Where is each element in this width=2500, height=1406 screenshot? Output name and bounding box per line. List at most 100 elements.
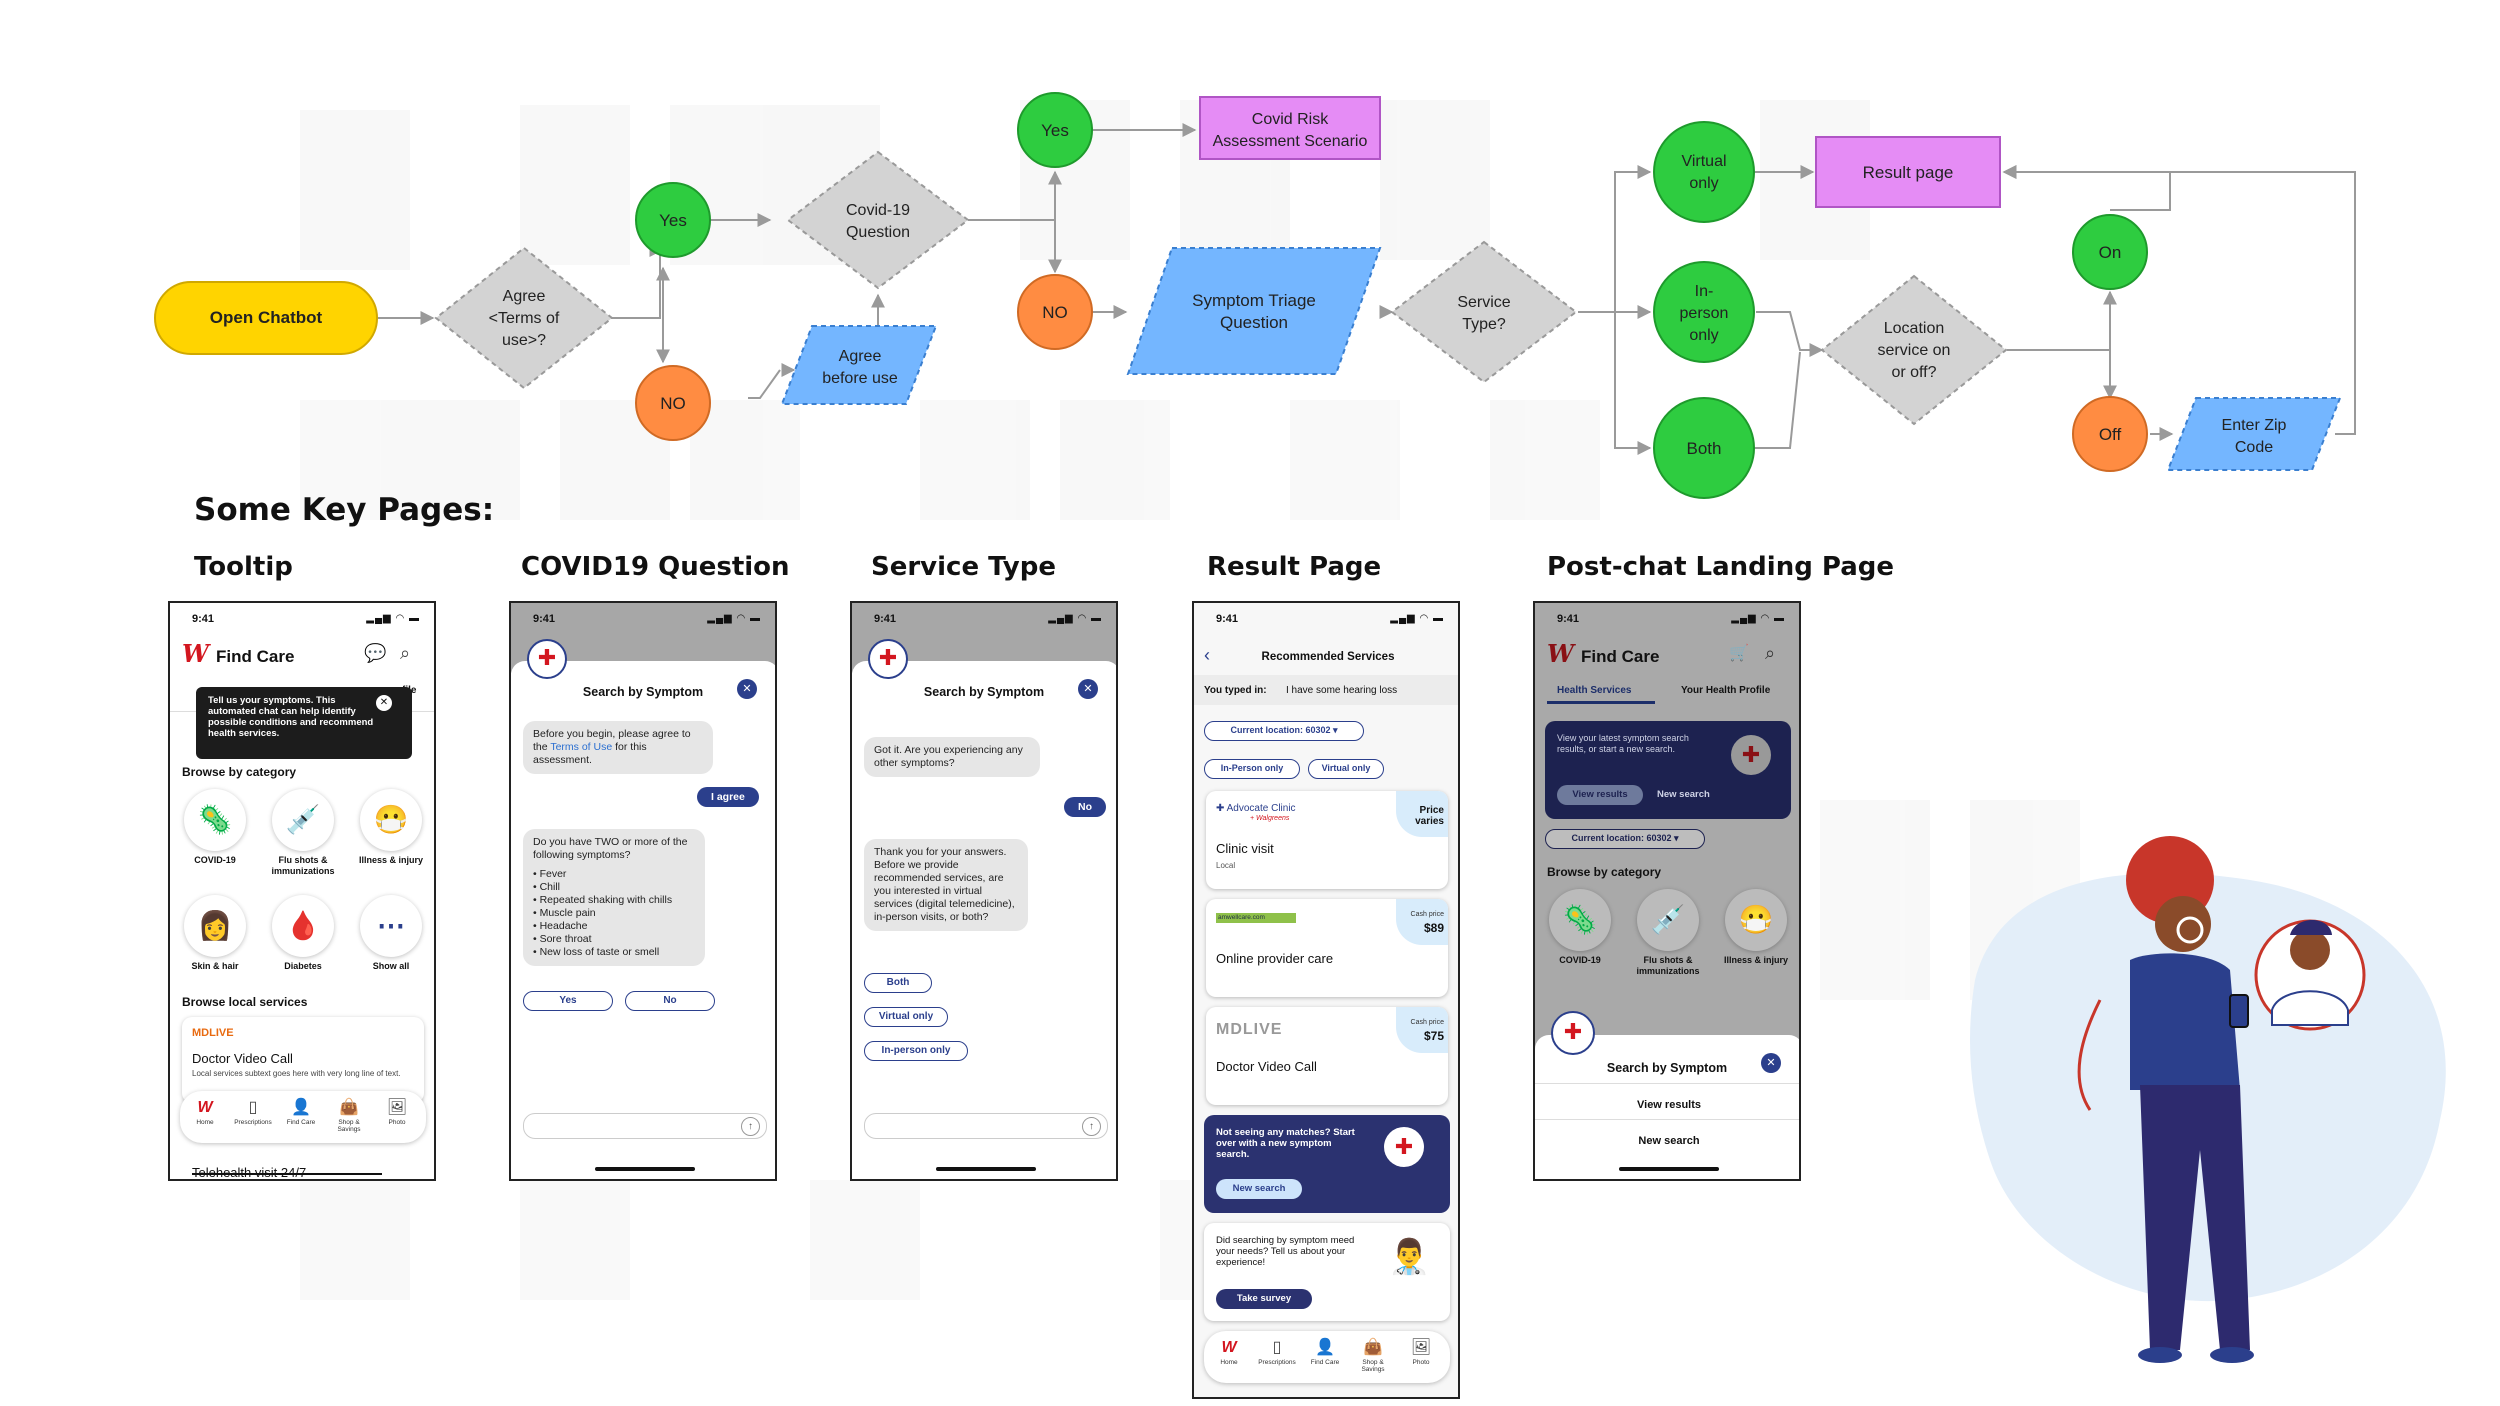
node-enter-zip: Enter Zip Code bbox=[2166, 397, 2342, 471]
nav-find-care[interactable]: 👤Find Care bbox=[278, 1097, 324, 1126]
new-search-button[interactable]: New search bbox=[1216, 1179, 1302, 1199]
close-icon[interactable]: ✕ bbox=[737, 679, 757, 699]
person-icon: 👤 bbox=[291, 1099, 311, 1116]
nav-label: Home bbox=[196, 1119, 214, 1126]
symptom-triage-line2: Question bbox=[1220, 313, 1288, 332]
option-in-person-button[interactable]: In-person only bbox=[864, 1041, 968, 1061]
agree-before-use-line1: Agree bbox=[839, 348, 882, 365]
node-location-service: Location service on or off? bbox=[1820, 274, 2008, 426]
agree-terms-line2: <Terms of bbox=[489, 310, 560, 327]
no-button[interactable]: No bbox=[625, 991, 715, 1011]
nav-photo[interactable]: 🖼Photo bbox=[1398, 1337, 1444, 1366]
result-card-amwell[interactable]: amwellcare.com Cash price $89 Online pro… bbox=[1206, 899, 1448, 997]
send-arrow-icon[interactable]: ↑ bbox=[1082, 1117, 1101, 1136]
chat-bubble-terms: Before you begin, please agree to the Te… bbox=[523, 721, 713, 774]
tab-health-services[interactable]: Health Services bbox=[1557, 685, 1632, 696]
person-icon: 👩 bbox=[184, 895, 246, 957]
covid-question-line2: Question bbox=[846, 224, 910, 241]
nav-shop[interactable]: 👜Shop & Savings bbox=[1350, 1337, 1396, 1373]
modal-title: Search by Symptom bbox=[582, 685, 704, 699]
node-no-1: NO bbox=[635, 365, 711, 441]
location-dropdown[interactable]: Current location: 60302 ▾ bbox=[1545, 829, 1705, 849]
tooltip-close-icon[interactable]: ✕ bbox=[376, 695, 392, 711]
advocate-logo: ✚ Advocate Clinic bbox=[1216, 803, 1296, 814]
latest-search-text: View your latest symptom search results,… bbox=[1557, 733, 1689, 754]
search-icon[interactable]: ⌕ bbox=[400, 643, 411, 663]
category-illness[interactable]: 😷Illness & injury bbox=[354, 789, 428, 866]
pill-bottle-icon: ▯ bbox=[248, 1099, 258, 1116]
yes-button[interactable]: Yes bbox=[523, 991, 613, 1011]
result-card-advocate[interactable]: ✚ Advocate Clinic + Walgreens Price vari… bbox=[1206, 791, 1448, 889]
category-covid[interactable]: 🦠COVID-19 bbox=[1543, 889, 1617, 966]
search-icon[interactable]: ⌕ bbox=[1765, 643, 1776, 663]
nav-prescriptions[interactable]: ▯Prescriptions bbox=[230, 1097, 276, 1126]
home-indicator bbox=[936, 1167, 1036, 1171]
category-skin-hair[interactable]: 👩Skin & hair bbox=[178, 895, 252, 972]
nav-find-care[interactable]: 👤Find Care bbox=[1302, 1337, 1348, 1366]
service-card-mdlive[interactable]: MDLIVE Doctor Video Call Local services … bbox=[182, 1017, 424, 1103]
mdlive-logo: MDLIVE bbox=[192, 1027, 234, 1039]
syringe-icon: 💉 bbox=[272, 789, 334, 851]
nav-prescriptions[interactable]: ▯Prescriptions bbox=[1254, 1337, 1300, 1366]
bag-icon: 👜 bbox=[339, 1099, 359, 1116]
logo-text: Advocate Clinic bbox=[1226, 803, 1296, 814]
category-flu-shots[interactable]: 💉Flu shots & immunizations bbox=[1631, 889, 1705, 977]
option-both-button[interactable]: Both bbox=[864, 973, 932, 993]
view-results-button[interactable]: View results bbox=[1557, 785, 1643, 805]
category-illness[interactable]: 😷Illness & injury bbox=[1719, 889, 1793, 966]
chat-bubble-service-question: Thank you for your answers. Before we pr… bbox=[864, 839, 1028, 931]
covid-question-line1: Covid-19 bbox=[846, 202, 910, 219]
result-card-mdlive[interactable]: MDLIVE Cash price $75 Doctor Video Call bbox=[1206, 1007, 1448, 1105]
home-indicator bbox=[1619, 1167, 1719, 1171]
status-time: 9:41 bbox=[192, 613, 215, 625]
on-label: On bbox=[2099, 243, 2122, 262]
i-agree-bubble: I agree bbox=[697, 787, 759, 807]
category-label: Show all bbox=[372, 961, 410, 971]
nav-shop[interactable]: 👜Shop & Savings bbox=[326, 1097, 372, 1133]
terms-link[interactable]: Terms of Use bbox=[550, 741, 613, 753]
close-icon[interactable]: ✕ bbox=[1761, 1053, 1781, 1073]
sheet-view-results[interactable]: View results bbox=[1637, 1099, 1701, 1111]
send-arrow-icon[interactable]: ↑ bbox=[741, 1117, 760, 1136]
status-time: 9:41 bbox=[874, 613, 897, 625]
syringe-icon: 💉 bbox=[1637, 889, 1699, 951]
symptom-item: • Fever bbox=[533, 868, 567, 880]
take-survey-button[interactable]: Take survey bbox=[1216, 1289, 1312, 1309]
agree-before-use-line2: before use bbox=[822, 370, 898, 387]
chat-input[interactable]: ↑ bbox=[523, 1113, 767, 1139]
virus-icon: 🦠 bbox=[184, 789, 246, 851]
sheet-new-search[interactable]: New search bbox=[1638, 1135, 1700, 1147]
node-open-chatbot: Open Chatbot bbox=[154, 281, 378, 355]
service-type-line2: Type? bbox=[1462, 316, 1506, 333]
category-covid[interactable]: 🦠COVID-19 bbox=[178, 789, 252, 866]
cart-icon[interactable]: 🛒 bbox=[1729, 645, 1749, 662]
chat-bubble-icon[interactable]: 💬 bbox=[364, 643, 387, 663]
node-result-page: Result page bbox=[1815, 136, 2001, 208]
mask-icon: 😷 bbox=[1725, 889, 1787, 951]
new-search-link[interactable]: New search bbox=[1657, 789, 1710, 800]
option-virtual-only-button[interactable]: Virtual only bbox=[864, 1007, 948, 1027]
location-dropdown[interactable]: Current location: 60302 ▾ bbox=[1204, 721, 1364, 741]
back-chevron-icon[interactable]: ‹ bbox=[1204, 645, 1210, 665]
tab-health-profile[interactable]: Your Health Profile bbox=[1681, 685, 1771, 696]
walgreens-sublogo: + Walgreens bbox=[1250, 815, 1290, 822]
covid-risk-line1: Covid Risk bbox=[1252, 111, 1329, 128]
sheet-title: Search by Symptom bbox=[1606, 1061, 1728, 1075]
filter-virtual[interactable]: Virtual only bbox=[1308, 759, 1384, 779]
close-icon[interactable]: ✕ bbox=[1078, 679, 1098, 699]
category-flu-shots[interactable]: 💉Flu shots & immunizations bbox=[266, 789, 340, 877]
tooltip-text: Tell us your symptoms. This automated ch… bbox=[208, 695, 374, 739]
category-show-all[interactable]: ⋯Show all bbox=[354, 895, 428, 972]
node-both: Both bbox=[1653, 397, 1755, 499]
category-diabetes[interactable]: 🩸Diabetes bbox=[266, 895, 340, 972]
nav-photo[interactable]: 🖼Photo bbox=[374, 1097, 420, 1126]
virtual-only-line2: only bbox=[1689, 175, 1718, 192]
symptom-triage-line1: Symptom Triage bbox=[1192, 291, 1316, 310]
filter-in-person[interactable]: In-Person only bbox=[1204, 759, 1300, 779]
chat-input[interactable]: ↑ bbox=[864, 1113, 1108, 1139]
node-off: Off bbox=[2072, 396, 2148, 472]
